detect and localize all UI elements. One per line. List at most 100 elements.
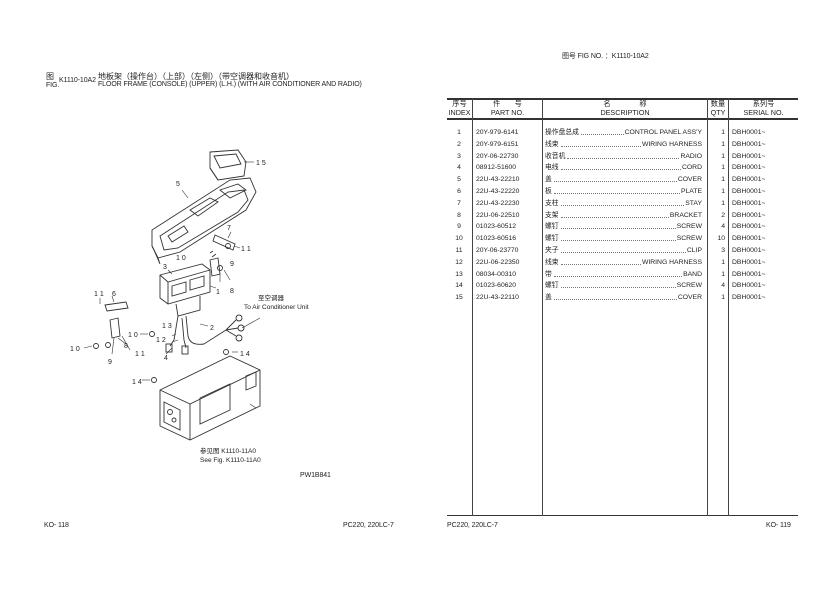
row-serial: DBH0001~	[732, 129, 766, 136]
row-serial: DBH0001~	[732, 258, 766, 266]
row-qty: 1	[721, 199, 725, 207]
model-left: PC220, 220LC-7	[343, 522, 394, 529]
row-qty: 10	[717, 235, 725, 243]
row-desc-en: WIRING HARNESS	[641, 258, 702, 266]
row-description: 支柱 STAY	[545, 198, 702, 209]
row-qty: 1	[721, 129, 725, 136]
part-12-harness-drawing	[165, 315, 189, 355]
leader-dots	[553, 269, 683, 277]
leader-dots	[553, 174, 677, 183]
row-serial: DBH0001~	[732, 152, 766, 160]
callout-12: 1 2	[156, 337, 166, 344]
header-part-cn: 件 号	[493, 99, 522, 108]
callout-14: 1 4	[240, 351, 250, 358]
callout-8-left: 8	[124, 343, 128, 350]
row-desc-cn: 螺钉	[545, 223, 559, 231]
row-part-no: 20Y-979-6151	[476, 140, 519, 148]
row-desc-en: COVER	[677, 176, 702, 184]
to-ac-label-en: To Air Conditioner Unit	[244, 304, 309, 311]
header-index-cn: 序号	[452, 99, 467, 108]
row-serial: DBH0001~	[732, 282, 766, 290]
leader-dots	[560, 162, 681, 171]
row-desc-en: BRACKET	[669, 211, 702, 219]
callout-4: 4	[164, 355, 168, 362]
callout-9: 9	[230, 261, 234, 268]
row-index: 1	[457, 129, 461, 136]
row-desc-en: CONTROL PANEL ASS'Y	[624, 129, 702, 136]
header-serial-cn: 系列号	[752, 99, 775, 108]
row-qty: 1	[721, 176, 725, 184]
part-1-control-panel-drawing	[159, 263, 211, 317]
row-description: 螺钉 SCREW	[545, 221, 702, 232]
table-top-border	[447, 98, 798, 100]
callout-13: 1 3	[162, 323, 172, 330]
col-divider	[542, 98, 544, 516]
row-part-no: 20Y-06-23770	[476, 247, 519, 254]
leader-dots	[560, 280, 676, 289]
row-part-no: 01023-60512	[476, 223, 517, 231]
row-part-no: 22U-06-22350	[476, 258, 520, 266]
callout-15: 1 5	[256, 160, 266, 167]
row-qty: 4	[721, 223, 725, 231]
row-description: 盖 COVER	[545, 174, 702, 185]
part-15-cover-drawing	[209, 149, 247, 181]
row-serial: DBH0001~	[732, 235, 766, 243]
row-desc-en: SCREW	[676, 223, 702, 231]
row-index: 3	[457, 152, 461, 160]
row-index: 4	[457, 164, 461, 172]
model-right: PC220, 220LC-7	[447, 522, 498, 529]
row-qty: 2	[721, 211, 725, 219]
header-index: 序号 INDEX	[447, 99, 472, 117]
row-qty: 4	[721, 282, 725, 290]
header-serial-en: SERIAL NO.	[743, 108, 784, 117]
row-qty: 1	[721, 294, 725, 302]
leader-dots	[560, 139, 641, 147]
row-index: 2	[457, 140, 461, 148]
callout-11-left: 1 1	[94, 291, 104, 298]
row-qty: 1	[721, 152, 725, 160]
callout-6: 6	[112, 291, 116, 298]
col-divider	[472, 98, 474, 516]
table-header-border	[447, 118, 798, 120]
row-index: 10	[455, 235, 463, 243]
header-qty-en: QTY	[710, 108, 726, 117]
leader-dots	[560, 233, 676, 242]
col-divider	[707, 98, 709, 516]
row-desc-en: CLIP	[686, 247, 702, 254]
row-part-no: 01023-60516	[476, 235, 517, 243]
leader-dots	[560, 245, 686, 253]
row-serial: DBH0001~	[732, 140, 766, 148]
leader-lines	[83, 161, 261, 409]
fig-label-cn: 图	[46, 72, 54, 81]
row-desc-cn: 螺钉	[545, 235, 559, 243]
row-desc-en: STAY	[685, 199, 702, 207]
part-2-wiring-harness-drawing	[185, 314, 245, 345]
row-desc-cn: 盖	[545, 176, 552, 184]
fig-number-header: 图号 FIG NO. ：K1110-10A2	[562, 53, 649, 60]
row-part-no: 22U-43-22110	[476, 294, 519, 302]
figure-title-en: FLOOR FRAME (CONSOLE) (UPPER) (L.H.) (WI…	[98, 81, 362, 88]
row-desc-cn: 支柱	[545, 199, 559, 207]
callout-14-left: 1 4	[132, 379, 142, 386]
header-part-no: 件 号 PART NO.	[473, 99, 542, 117]
row-index: 7	[457, 199, 461, 207]
row-desc-cn: 线束	[545, 140, 559, 148]
row-part-no: 20Y-06-22730	[476, 152, 519, 160]
part-6-plate-drawing	[104, 301, 129, 312]
row-desc-cn: 线束	[545, 258, 559, 266]
